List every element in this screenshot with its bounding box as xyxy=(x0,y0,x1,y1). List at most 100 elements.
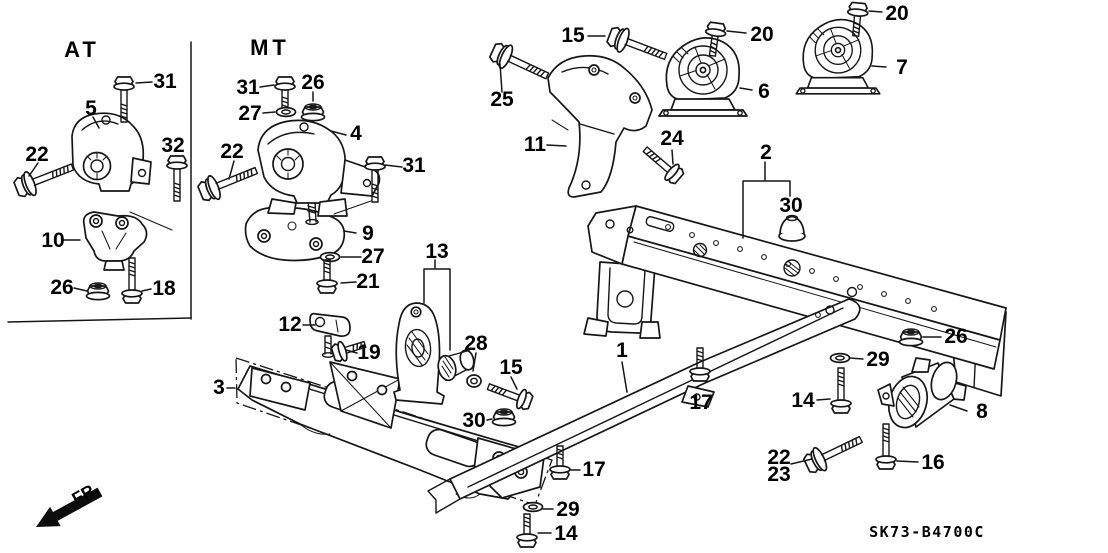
bracket-foot-hole xyxy=(581,180,591,190)
bolt-31-mt-top xyxy=(274,76,296,111)
damper-dome xyxy=(779,215,805,234)
callout-26-at: 26 xyxy=(50,276,73,299)
mounting-plate-assembly xyxy=(244,199,346,294)
bushing-hatch xyxy=(897,386,920,418)
leader-25 xyxy=(499,63,503,93)
diagram-part-code: SK73-B4700C xyxy=(869,523,985,541)
callout-17-front: 17 xyxy=(582,458,605,481)
bracket-boss-hole xyxy=(632,95,638,101)
fr-arrow-icon xyxy=(36,487,103,527)
bushing-hatch xyxy=(406,331,429,366)
callout-31-mt-top: 31 xyxy=(236,76,260,99)
leader-24 xyxy=(671,149,674,165)
bolt-22-mt xyxy=(195,158,262,206)
callout-6: 6 xyxy=(758,80,770,103)
callout-22-at: 22 xyxy=(25,143,48,166)
engine-side-mount-6 xyxy=(658,36,748,117)
callout-30-rear: 30 xyxy=(779,194,802,217)
bolt-15-lower xyxy=(484,376,535,413)
callout-22-mt: 22 xyxy=(220,140,243,163)
at-mt-section-borders xyxy=(7,41,192,323)
mount-foot xyxy=(317,198,348,217)
clamp-12 xyxy=(309,312,351,337)
bolt-hole xyxy=(376,384,388,396)
nut-26-mt xyxy=(300,103,326,122)
mt-section-label: MT xyxy=(250,35,290,60)
callout-14-rear: 14 xyxy=(791,389,815,412)
leader-8 xyxy=(949,404,968,412)
washer-27-mt xyxy=(275,106,297,118)
arm-hole xyxy=(362,178,372,188)
bracket-boss xyxy=(629,92,641,104)
bushing-back xyxy=(930,361,958,401)
washer-29-rear xyxy=(829,352,851,364)
stud-bolt xyxy=(324,335,332,355)
plate-hole xyxy=(626,226,634,234)
collar-washer-28-hole xyxy=(470,377,478,385)
leader-mt-22 xyxy=(228,160,235,180)
left-arch-inner xyxy=(607,267,646,325)
nut-30-front xyxy=(491,408,517,427)
bracket-detail xyxy=(551,119,569,131)
leader-at-26 xyxy=(73,287,88,292)
leader-7 xyxy=(871,65,887,68)
leader-at-31 xyxy=(135,81,153,84)
mount-arch xyxy=(267,131,315,145)
fr-direction-indicator: FR. xyxy=(36,479,103,527)
leader-at-5 xyxy=(92,116,100,129)
bracket-11 xyxy=(547,54,653,198)
callout-labels: AT MT 31 5 22 32 10 26 18 31 26 27 4 22 … xyxy=(25,2,988,545)
side-mount-bracket xyxy=(393,302,445,405)
callout-5-at: 5 xyxy=(85,97,97,120)
mount-bushing-inner xyxy=(90,159,104,173)
leader-13-bracket xyxy=(423,259,451,351)
callout-22-rear: 22 xyxy=(767,446,790,469)
callout-7: 7 xyxy=(896,56,908,79)
leader-14-rear xyxy=(816,398,831,401)
transmission-mount-7 xyxy=(795,18,881,95)
nut-26-at xyxy=(85,282,111,301)
clamp-and-bolt xyxy=(309,312,369,365)
arch-hole xyxy=(616,290,634,308)
callout-2: 2 xyxy=(760,141,772,164)
washer-29-front xyxy=(522,501,544,513)
rear-mount-bushing-8 xyxy=(877,357,958,429)
leader-mt-31-top xyxy=(259,84,275,88)
plate-stud-base xyxy=(305,218,319,226)
collar-washer-28 xyxy=(466,374,482,388)
leader-mt-4 xyxy=(330,130,347,136)
leader-at-18 xyxy=(141,288,152,292)
leader-at-22 xyxy=(28,162,39,177)
leader-15-lower xyxy=(510,376,518,390)
mount-bushing-oval xyxy=(404,328,432,368)
leader-2-bracket xyxy=(742,161,791,239)
rear-crossmember-assembly xyxy=(583,205,1007,401)
plate-hole xyxy=(287,221,297,231)
callout-30-front: 30 xyxy=(462,409,485,432)
plate-boss-hole xyxy=(260,232,268,240)
at-section-label: AT xyxy=(64,37,100,62)
bracket-boss-hole xyxy=(413,309,419,315)
mount-boss xyxy=(101,115,111,125)
callout-31-mt-right: 31 xyxy=(402,154,426,177)
bracket-boss-hole xyxy=(92,217,100,225)
bracket-11-folds xyxy=(561,66,615,135)
bracket-boss-hole xyxy=(591,67,597,73)
bolt-16 xyxy=(875,423,897,470)
arch-foot xyxy=(639,321,661,339)
bolt-hole xyxy=(346,370,358,382)
leader-20-right xyxy=(868,10,883,13)
callout-21: 21 xyxy=(356,270,380,293)
rubber-damper-30-rear xyxy=(778,214,806,242)
leader-1 xyxy=(621,361,628,393)
leader-lines xyxy=(28,10,968,534)
leader-mt-31-right xyxy=(384,164,403,168)
leader-6 xyxy=(739,87,753,91)
callout-1: 1 xyxy=(616,339,628,362)
callout-29-front: 29 xyxy=(556,498,579,521)
transmission-bracket-assembly xyxy=(547,54,653,198)
at-section-parts xyxy=(11,76,188,304)
callout-28: 28 xyxy=(464,332,488,355)
assembly-line xyxy=(129,211,173,231)
